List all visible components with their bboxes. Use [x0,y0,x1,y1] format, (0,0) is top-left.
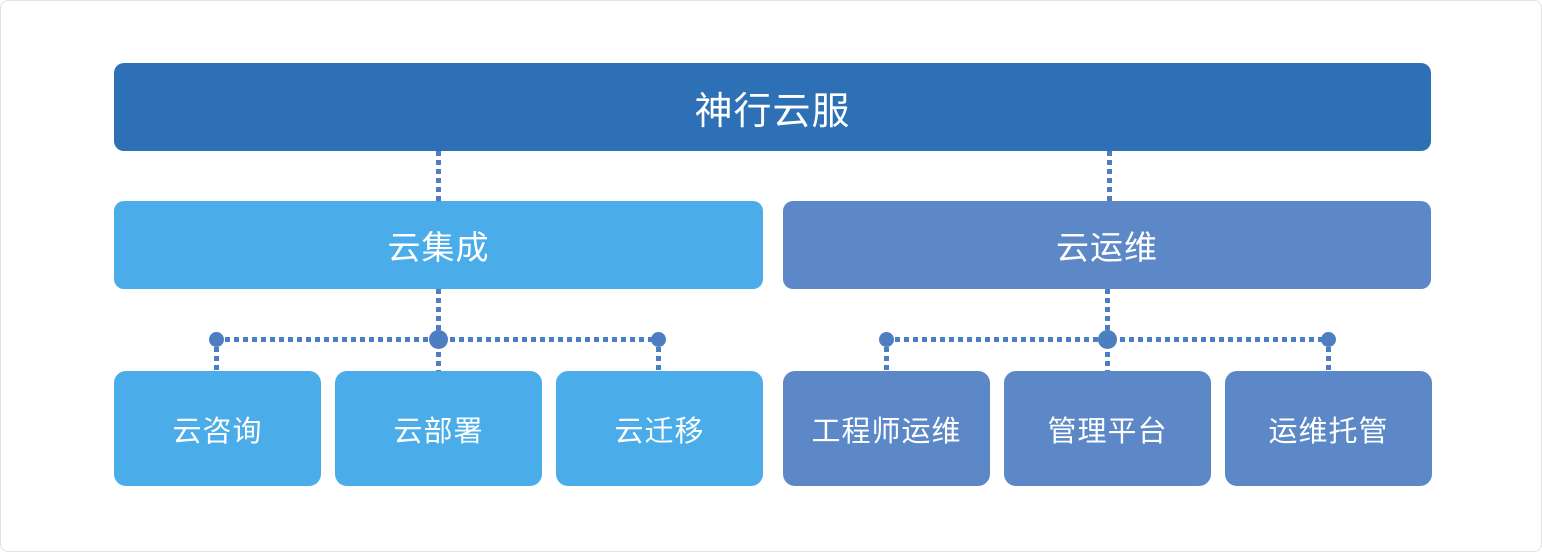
connector-dot-engineer [879,332,894,347]
node-engineer-operations-label: 工程师运维 [811,415,962,448]
connector-stub-migration [656,347,661,371]
node-cloud-consulting: 云咨询 [114,371,321,486]
node-operations-hosting: 运维托管 [1225,371,1432,486]
node-root-label: 神行云服 [694,90,851,133]
connector-dot-consulting [209,332,224,347]
node-cloud-operations-label: 云运维 [1056,229,1158,266]
node-cloud-operations: 云运维 [783,201,1431,289]
node-root: 神行云服 [114,63,1431,151]
connector-line-root-to-integration [436,151,441,201]
connector-dot-operations-junction [1098,330,1117,349]
node-operations-hosting-label: 运维托管 [1268,415,1389,448]
connector-dot-migration [651,332,666,347]
node-management-platform-label: 管理平台 [1047,415,1168,448]
node-cloud-migration: 云迁移 [556,371,763,486]
node-cloud-consulting-label: 云咨询 [172,415,263,448]
node-cloud-integration: 云集成 [114,201,763,289]
node-cloud-migration-label: 云迁移 [614,415,705,448]
node-engineer-operations: 工程师运维 [783,371,990,486]
connector-dot-hosting [1321,332,1336,347]
node-cloud-deployment-label: 云部署 [393,415,484,448]
node-cloud-integration-label: 云集成 [387,229,490,266]
connector-stub-engineer [884,347,889,371]
connector-dot-integration-junction [429,330,448,349]
node-management-platform: 管理平台 [1004,371,1211,486]
connector-stub-consulting [214,347,219,371]
connector-line-root-to-operations [1107,151,1112,201]
node-cloud-deployment: 云部署 [335,371,542,486]
connector-stub-hosting [1326,347,1331,371]
